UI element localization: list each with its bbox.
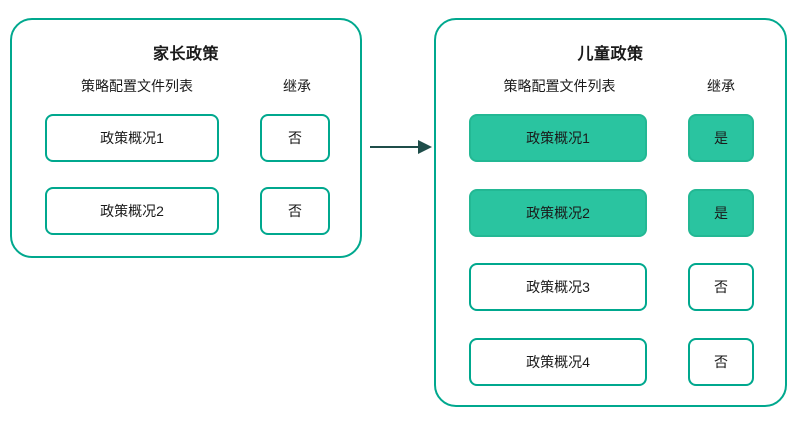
table-row: 政策概况2 是 <box>436 189 785 237</box>
policy-profile-cell[interactable]: 政策概况4 <box>469 338 647 386</box>
table-row: 政策概况1 否 <box>12 114 360 162</box>
parent-policy-title: 家长政策 <box>152 46 219 63</box>
policy-profile-cell[interactable]: 政策概况2 <box>469 189 647 237</box>
table-row: 政策概况1 是 <box>436 114 785 162</box>
column-header-inheritance: 继承 <box>707 78 735 94</box>
column-header-profile-list: 策略配置文件列表 <box>81 78 193 94</box>
parent-policy-panel: 家长政策 策略配置文件列表 继承 政策概况1 否 政策概况2 否 <box>10 18 362 258</box>
child-policy-title: 儿童政策 <box>577 46 644 63</box>
inheritance-status-cell[interactable]: 否 <box>688 338 754 386</box>
inheritance-flow-arrow <box>370 140 432 154</box>
column-header-inheritance: 继承 <box>283 78 311 94</box>
policy-profile-cell[interactable]: 政策概况2 <box>45 187 219 235</box>
inheritance-status-cell[interactable]: 否 <box>260 114 330 162</box>
policy-profile-cell[interactable]: 政策概况1 <box>469 114 647 162</box>
inheritance-status-cell[interactable]: 是 <box>688 189 754 237</box>
table-row: 政策概况3 否 <box>436 263 785 311</box>
column-header-profile-list: 策略配置文件列表 <box>503 78 616 94</box>
table-row: 政策概况2 否 <box>12 187 360 235</box>
inheritance-status-cell[interactable]: 否 <box>260 187 330 235</box>
child-policy-panel: 儿童政策 策略配置文件列表 继承 政策概况1 是 政策概况2 是 政策概况3 否… <box>434 18 787 407</box>
inheritance-status-cell[interactable]: 是 <box>688 114 754 162</box>
policy-profile-cell[interactable]: 政策概况3 <box>469 263 647 311</box>
policy-profile-cell[interactable]: 政策概况1 <box>45 114 219 162</box>
inheritance-status-cell[interactable]: 否 <box>688 263 754 311</box>
table-row: 政策概况4 否 <box>436 338 785 386</box>
